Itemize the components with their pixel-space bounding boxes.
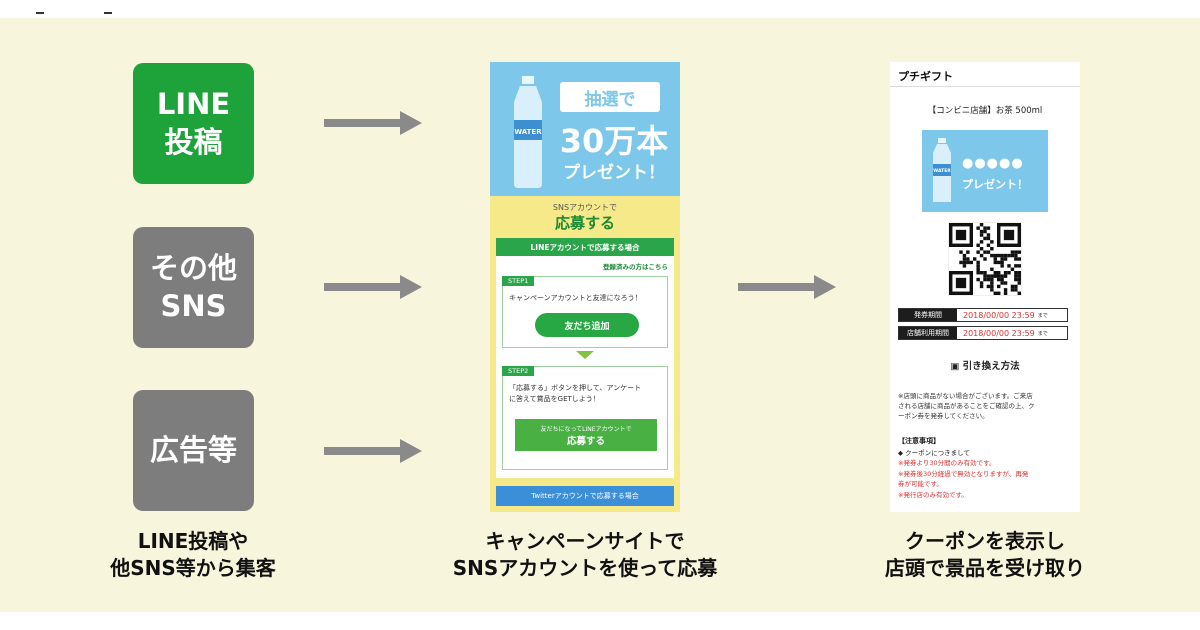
source-other-sns: その他 SNS xyxy=(133,227,254,348)
gift-icon: ▣ xyxy=(950,361,960,372)
divider xyxy=(890,86,1080,87)
source-label: 投稿 xyxy=(164,124,223,159)
line-section-title: LINEアカウントで応募する場合 xyxy=(496,238,674,256)
campaign-site-mockup: WATER 抽選で 30万本 プレゼント！ SNSアカウントで 応募する LIN… xyxy=(490,62,680,512)
bottle-label: WATER xyxy=(933,168,951,174)
step1-text: キャンペーンアカウントと友達になろう！ xyxy=(509,294,642,302)
corner-mark xyxy=(104,12,112,14)
arrow-right-icon xyxy=(324,275,422,299)
step2-box: STEP2 「応募する」ボタンを押して、アンケート に答えて賞品をGETしよう！… xyxy=(502,366,668,470)
step1-box: STEP1 キャンペーンアカウントと友達になろう！ 友だち追加 xyxy=(502,276,668,348)
step1-tag: STEP1 xyxy=(502,276,535,286)
note-line: される店舗に商品があることをご確認の上、ク xyxy=(898,401,1035,410)
banner-present: プレゼント！ xyxy=(962,178,1028,191)
caution-item: ※発券より30分間のみ有効です。 xyxy=(898,459,996,468)
caption-middle: キャンペーンサイトで SNSアカウントを使って応募 xyxy=(445,528,725,582)
present-label: プレゼント！ xyxy=(563,163,665,183)
add-friend-button[interactable]: 友だち追加 xyxy=(535,313,639,337)
sns-account-label: SNSアカウントで xyxy=(552,203,618,212)
source-label: LINE xyxy=(156,86,231,121)
coupon-mockup: プチギフト 【コンビニ店舗】お茶 500ml WATER ●●●●● プレゼント… xyxy=(890,62,1080,512)
banner-dots: ●●●●● xyxy=(962,156,1024,171)
source-label: 広告等 xyxy=(149,432,237,467)
caption-line: LINE投稿や xyxy=(137,529,249,553)
caption-left: LINE投稿や 他SNS等から集客 xyxy=(93,528,293,582)
source-label: その他 xyxy=(149,250,237,285)
caption-line: 他SNS等から集客 xyxy=(110,556,276,580)
step2-text: 「応募する」ボタンを押して、アンケート に答えて賞品をGETしよう！ xyxy=(509,383,641,404)
line-apply-card: LINEアカウントで応募する場合 登録済みの方はこちら STEP1 キャンペーン… xyxy=(496,238,674,478)
coupon-note: ※店頭に商品がない場合がございます。ご来店 される店舗に商品があることをご確認の… xyxy=(898,392,1072,421)
apply-heading: 応募する xyxy=(554,214,615,232)
note-line: ※店頭に商品がない場合がございます。ご来店 xyxy=(898,392,1033,400)
exchange-title: 引き換え方法 xyxy=(962,361,1020,372)
caption-line: 店頭で景品を受け取り xyxy=(885,556,1085,580)
twitter-section-title[interactable]: Twitterアカウントで応募する場合 xyxy=(496,486,674,506)
step2-text-line: 「応募する」ボタンを押して、アンケート xyxy=(509,384,642,392)
date-value: 2018/00/00 23:59 xyxy=(963,310,1035,320)
bottle-label: WATER xyxy=(514,128,542,136)
caution-item: ※発券後30分経過で無効となりますが、再発 xyxy=(898,469,1029,478)
line-apply-button[interactable]: 友だちになってLINEアカウントで 応募する xyxy=(515,419,657,451)
campaign-banner: WATER 抽選で 30万本 プレゼント！ xyxy=(490,62,680,196)
step-down-arrow-icon xyxy=(576,351,594,359)
exchange-method: ▣ 引き換え方法 xyxy=(890,358,1080,372)
apply-button-sub-label: 友だちになってLINEアカウントで xyxy=(540,425,632,433)
note-line: ーポン券を発券してください。 xyxy=(898,411,989,420)
store-period-label: 店舗利用期間 xyxy=(899,327,957,339)
date-unit: まで xyxy=(1037,312,1048,319)
water-bottle-icon: WATER xyxy=(514,76,542,188)
issue-period-row: 発券期間 2018/00/00 23:59 まで xyxy=(898,308,1068,322)
water-bottle-icon: WATER xyxy=(933,138,951,202)
step2-text-line: に答えて賞品をGETしよう！ xyxy=(509,394,600,403)
qr-code-icon xyxy=(948,222,1022,296)
coupon-product: 【コンビニ店舗】お茶 500ml xyxy=(927,106,1043,116)
caution-title: 【注意事項】 xyxy=(898,437,940,445)
lottery-label: 抽選で xyxy=(560,82,660,112)
issue-period-label: 発券期間 xyxy=(899,309,957,321)
corner-mark xyxy=(36,12,44,14)
store-period-row: 店舗利用期間 2018/00/00 23:59 まで xyxy=(898,326,1068,340)
coupon-title: プチギフト xyxy=(898,70,953,83)
issue-period-value: 2018/00/00 23:59 まで xyxy=(957,309,1067,321)
arrow-right-icon xyxy=(324,111,422,135)
caution-item: ※発行店のみ有効です。 xyxy=(898,490,968,499)
source-label: SNS xyxy=(160,288,227,323)
source-ads: 広告等 xyxy=(133,390,254,511)
prize-amount: 30万本 xyxy=(559,122,669,160)
step2-tag: STEP2 xyxy=(502,366,535,376)
arrow-right-icon xyxy=(738,275,836,299)
coupon-banner: WATER ●●●●● プレゼント！ xyxy=(922,130,1048,212)
date-unit: まで xyxy=(1037,330,1048,337)
caution-item: 券が可能です。 xyxy=(898,480,943,489)
caption-line: SNSアカウントを使って応募 xyxy=(452,556,718,580)
caution-item: ◆ クーポンにつきまして xyxy=(898,449,970,457)
registered-link[interactable]: 登録済みの方はこちら xyxy=(603,263,668,271)
arrow-right-icon xyxy=(324,439,422,463)
apply-button-label: 応募する xyxy=(566,435,605,447)
store-period-value: 2018/00/00 23:59 まで xyxy=(957,327,1067,339)
caption-right: クーポンを表示し 店頭で景品を受け取り xyxy=(860,528,1110,582)
date-value: 2018/00/00 23:59 xyxy=(963,328,1035,338)
caution-list: ◆ クーポンにつきまして ※発券より30分間のみ有効です。 ※発券後30分経過で… xyxy=(898,448,1074,500)
source-line-post: LINE 投稿 xyxy=(133,63,254,184)
caption-line: クーポンを表示し xyxy=(905,529,1065,553)
caption-line: キャンペーンサイトで xyxy=(485,529,685,553)
